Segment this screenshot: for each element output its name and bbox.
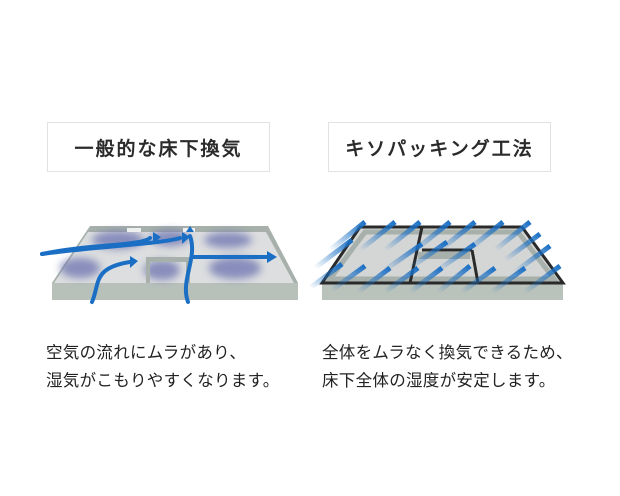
kiso-packing-diagram xyxy=(310,220,566,300)
right-caption: 全体をムラなく換気できるため、 床下全体の湿度が安定します。 xyxy=(322,339,573,395)
left-caption-line: 空気の流れにムラがあり、 xyxy=(46,343,247,362)
left-title: 一般的な床下換気 xyxy=(74,137,243,160)
conventional-ventilation-diagram xyxy=(40,226,298,304)
right-caption-line: 床下全体の湿度が安定します。 xyxy=(322,371,556,390)
left-title-box: 一般的な床下換気 xyxy=(47,122,270,172)
airflow-arrows xyxy=(310,220,562,295)
airflow-arrows xyxy=(40,234,269,304)
left-caption-line: 湿気がこもりやすくなります。 xyxy=(46,371,280,390)
humidity-clouds xyxy=(60,230,261,280)
right-caption-line: 全体をムラなく換気できるため、 xyxy=(322,343,573,362)
arrow-heads xyxy=(130,226,277,268)
right-title: キソパッキング工法 xyxy=(345,137,534,160)
right-title-box: キソパッキング工法 xyxy=(328,122,551,172)
left-caption: 空気の流れにムラがあり、 湿気がこもりやすくなります。 xyxy=(46,339,280,395)
